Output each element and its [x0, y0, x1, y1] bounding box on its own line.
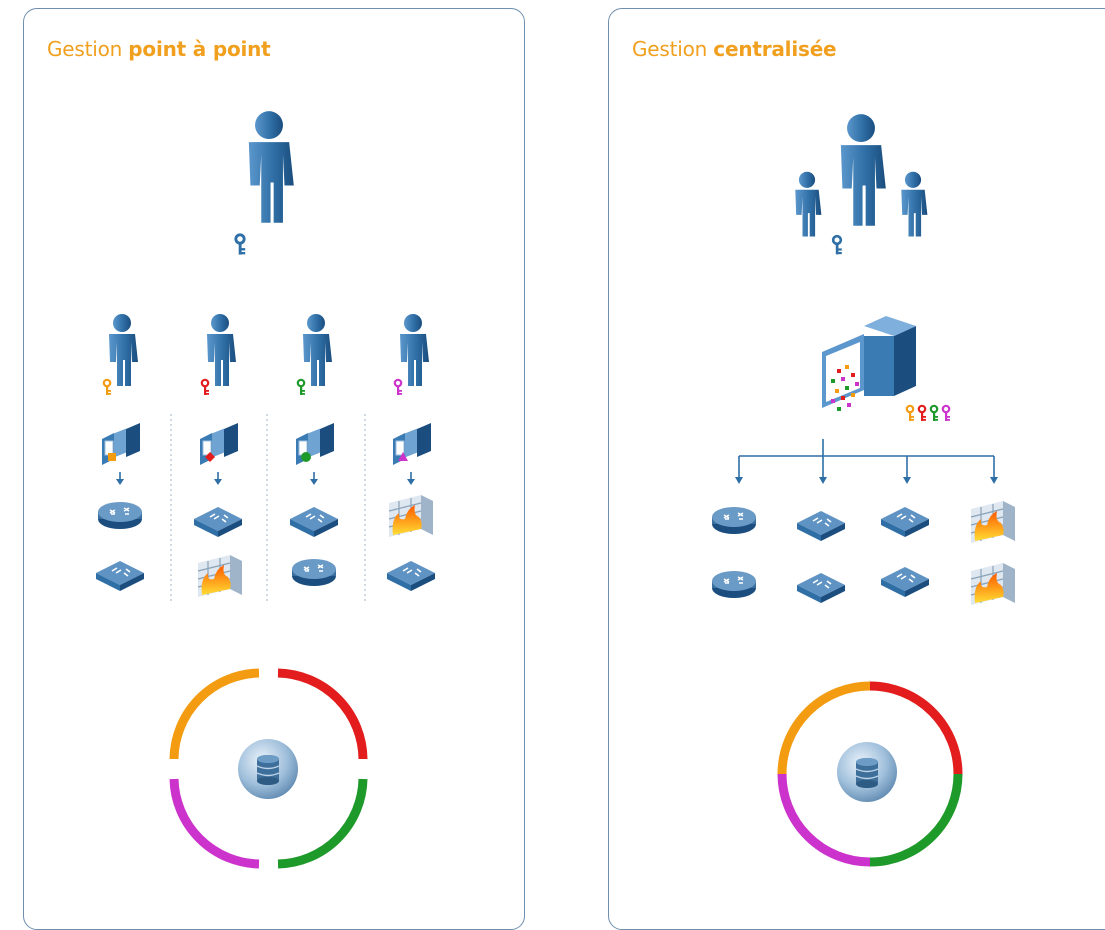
switch-icon [386, 560, 436, 592]
policy-matrix-icon [831, 365, 859, 411]
red-key-icon [917, 404, 928, 423]
arrow-icon [309, 471, 319, 486]
workstation-icon [392, 422, 432, 466]
firewall-icon [970, 562, 1016, 606]
red-key-icon [200, 378, 211, 397]
admin-key-icon [831, 234, 844, 256]
segmented-ring [169, 668, 368, 869]
orange-key-icon [102, 378, 113, 397]
workstation-icon [199, 422, 239, 466]
firewall-icon [197, 554, 243, 598]
red-ring-segment [277, 668, 368, 760]
router-icon [711, 570, 757, 599]
router-icon [711, 506, 757, 535]
green-key-icon [929, 404, 940, 423]
user-icon [303, 314, 332, 386]
unified-ring [777, 681, 963, 867]
switch-icon [289, 506, 339, 538]
magenta-key-icon [941, 404, 952, 423]
orange-ring-segment [777, 681, 871, 775]
orange-square-symbol [108, 453, 116, 461]
orange-key-icon [905, 404, 916, 423]
user-icon [901, 171, 928, 237]
switch-icon [880, 506, 930, 538]
centralized-panel: Gestion centralisée [608, 8, 1105, 930]
workstation-icon [101, 422, 141, 466]
firewall-icon [388, 494, 434, 538]
panel-title: Gestion point à point [47, 37, 271, 61]
user-icon [207, 314, 236, 386]
green-ring-segment [277, 778, 368, 869]
database-icon [237, 738, 299, 800]
switch-icon [193, 506, 243, 538]
database-icon [836, 741, 898, 803]
green-ring-segment [869, 773, 963, 867]
switch-icon [796, 510, 846, 542]
user-icon [400, 314, 429, 386]
arrowheads [735, 477, 998, 484]
centralized-diagram [711, 114, 1016, 867]
red-ring-segment [869, 681, 963, 775]
arrow-icon [213, 471, 223, 486]
green-circle-symbol [301, 452, 311, 462]
magenta-key-icon [393, 378, 404, 397]
peer-to-peer-diagram [95, 111, 436, 869]
green-key-icon [296, 378, 307, 397]
distribution-lines [738, 439, 995, 479]
panel-title: Gestion centralisée [632, 37, 837, 61]
red-diamond-symbol [205, 452, 215, 462]
management-server-icon [822, 316, 916, 408]
switch-icon [880, 566, 930, 598]
magenta-triangle-symbol [398, 452, 408, 461]
column-dividers [170, 414, 366, 604]
arrow-icon [115, 471, 125, 486]
admin-user-icon [840, 114, 886, 226]
peer-to-peer-panel: Gestion point à point [23, 8, 525, 930]
switch-icon [95, 560, 145, 592]
firewall-icon [970, 500, 1016, 544]
admin-user-icon [248, 111, 294, 223]
router-icon [291, 558, 337, 587]
magenta-ring-segment [169, 778, 260, 869]
user-icon [795, 171, 822, 237]
router-icon [97, 501, 143, 530]
switch-icon [796, 572, 846, 604]
admin-key-icon [234, 233, 247, 257]
arrow-icon [406, 471, 416, 486]
orange-ring-segment [169, 668, 260, 760]
magenta-ring-segment [777, 773, 871, 867]
user-icon [109, 314, 138, 386]
